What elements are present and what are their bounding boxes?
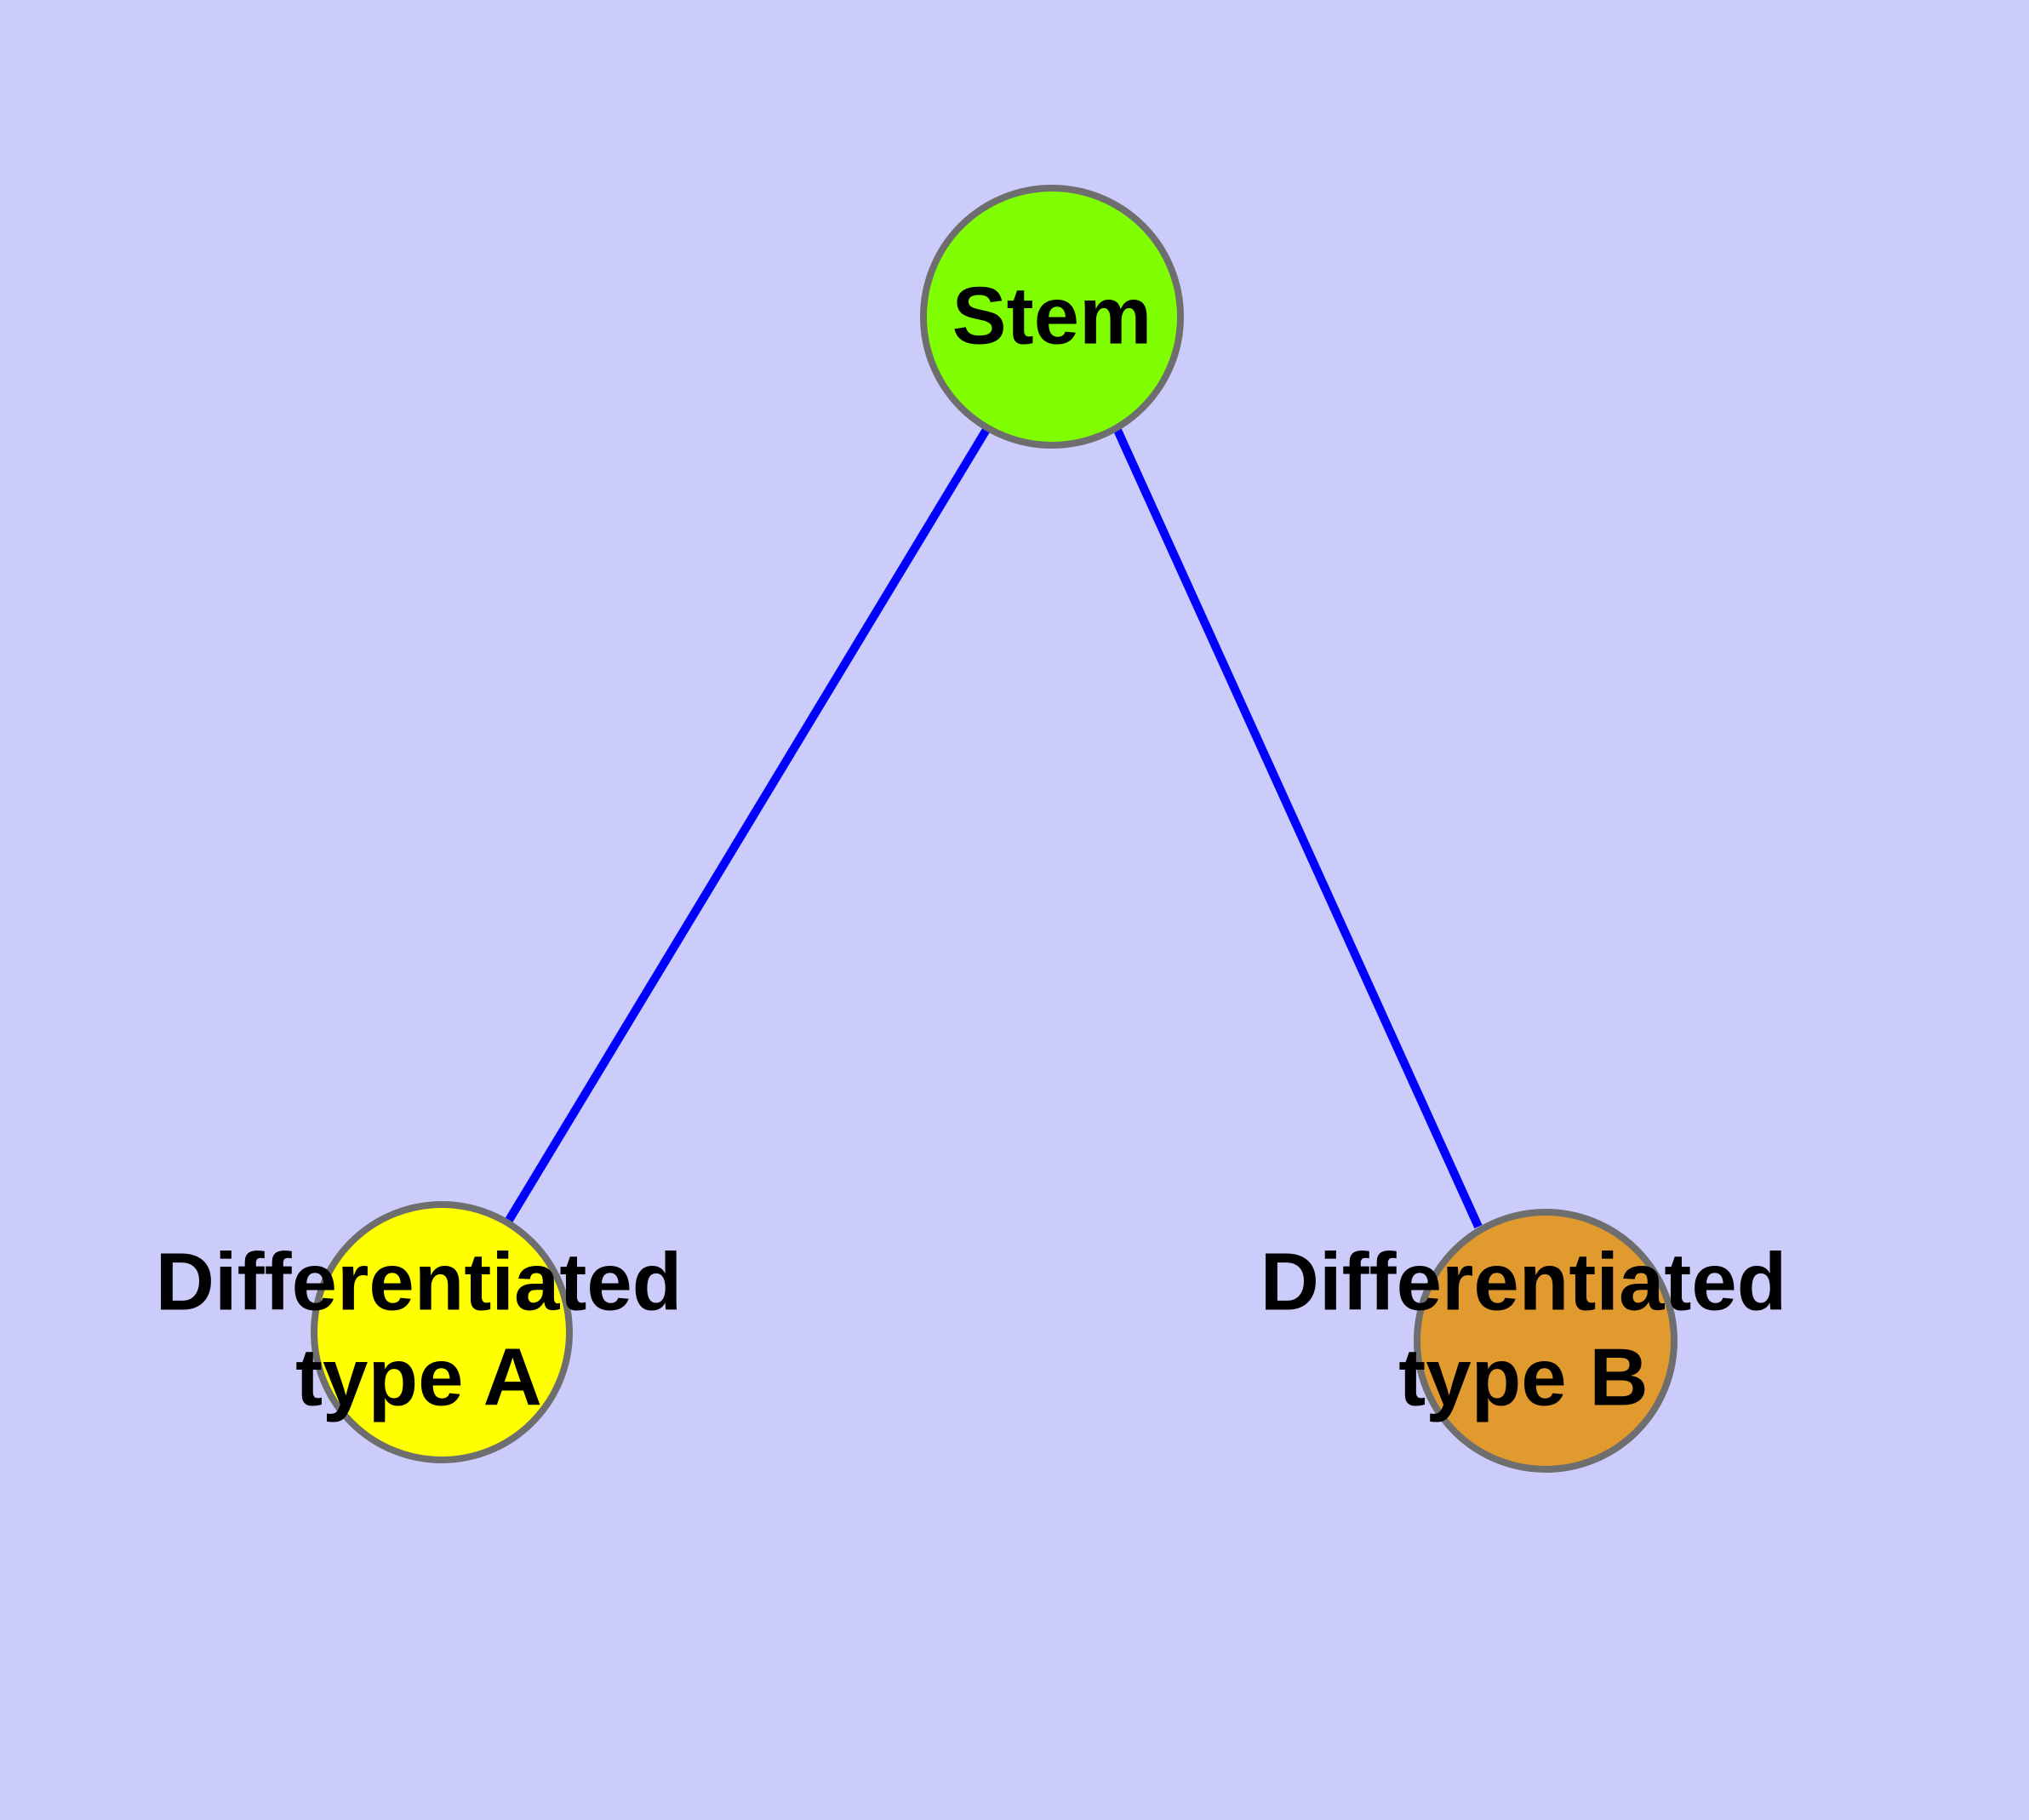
edge-group [504, 426, 1483, 1229]
node-diff-b-label-line2: type B [1398, 1331, 1648, 1422]
node-diff-a-label-line1: Differentiated [156, 1236, 683, 1327]
node-diff-a[interactable] [311, 1201, 573, 1463]
edge-stem-to-diff-b[interactable] [1112, 426, 1483, 1229]
node-group: Stem [311, 185, 1677, 1473]
node-diff-b-circle[interactable] [1414, 1209, 1677, 1473]
node-diff-a-label-line2: type A [295, 1331, 542, 1422]
node-diff-a-circle[interactable] [311, 1201, 573, 1463]
node-diff-b-label-line1: Differentiated [1260, 1236, 1787, 1327]
node-stem-circle[interactable] [920, 185, 1184, 449]
node-stem[interactable]: Stem [920, 185, 1184, 449]
label-group: Differentiated type A Differentiated typ… [156, 1236, 1787, 1422]
edge-stem-to-diff-a[interactable] [504, 426, 992, 1224]
node-stem-label: Stem [952, 270, 1152, 361]
node-diff-b[interactable] [1414, 1209, 1677, 1473]
